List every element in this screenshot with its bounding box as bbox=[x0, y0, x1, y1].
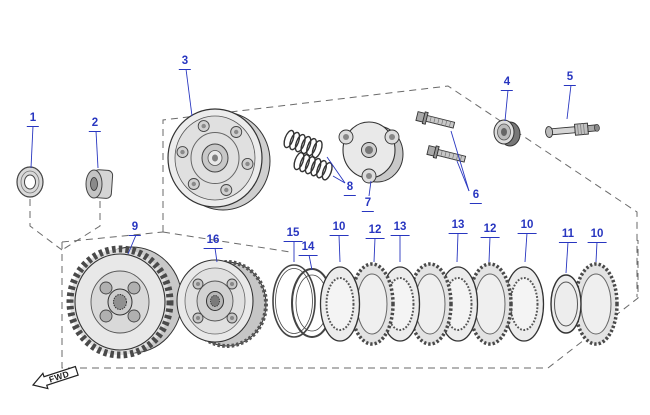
callout-1: 1 bbox=[26, 112, 40, 127]
callout-6: 6 bbox=[469, 189, 483, 204]
steel-plate bbox=[319, 266, 361, 342]
callout-5: 5 bbox=[563, 71, 577, 86]
callout-leader-lines bbox=[30, 68, 598, 274]
dashed-boundary-lines bbox=[29, 85, 639, 369]
part-3-pressure-plate bbox=[167, 108, 271, 211]
friction-plate bbox=[573, 262, 619, 346]
callout-15: 15 bbox=[283, 227, 303, 242]
part-16-clutch-hub bbox=[176, 259, 268, 348]
callout-13b: 13 bbox=[448, 219, 468, 234]
callout-12a: 12 bbox=[365, 224, 385, 239]
part-15-snap-ring bbox=[272, 264, 316, 338]
callout-10b: 10 bbox=[517, 219, 537, 234]
callout-11: 11 bbox=[558, 228, 578, 243]
callout-10c: 10 bbox=[587, 228, 607, 243]
steel-plate bbox=[503, 266, 545, 342]
part-2-bushing bbox=[85, 169, 114, 199]
callout-7: 7 bbox=[361, 197, 375, 212]
part-5-push-rod bbox=[545, 122, 600, 138]
callout-16: 16 bbox=[203, 234, 223, 249]
callout-3: 3 bbox=[178, 55, 192, 70]
part-9-clutch-basket bbox=[66, 245, 183, 359]
part-7-lifter-plate bbox=[338, 121, 404, 184]
clutch-plate-stack bbox=[319, 262, 619, 346]
callout-10a: 10 bbox=[329, 221, 349, 236]
part-6-bolts bbox=[415, 111, 467, 163]
callout-13a: 13 bbox=[390, 221, 410, 236]
part-8-springs bbox=[283, 129, 333, 181]
callout-2: 2 bbox=[88, 117, 102, 132]
callout-12b: 12 bbox=[480, 223, 500, 238]
judder-spring-plate bbox=[550, 274, 582, 334]
friction-plate bbox=[407, 262, 453, 346]
fwd-arrow-label: FWD bbox=[48, 369, 71, 385]
part-4-bearing bbox=[493, 119, 521, 147]
part-1-washer bbox=[16, 166, 44, 198]
callout-9: 9 bbox=[128, 221, 142, 236]
callout-4: 4 bbox=[500, 76, 514, 91]
callout-8: 8 bbox=[343, 181, 357, 196]
fwd-arrow: FWD bbox=[31, 365, 79, 390]
callout-14: 14 bbox=[298, 241, 318, 256]
